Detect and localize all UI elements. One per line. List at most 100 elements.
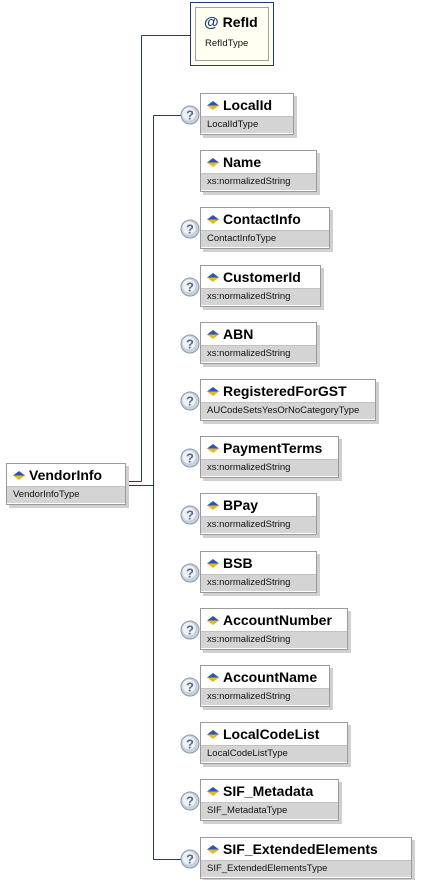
- element-name: LocalId: [223, 97, 273, 113]
- element-header: AccountName: [201, 666, 329, 688]
- element-icon: [207, 500, 219, 510]
- element-icon: [207, 443, 219, 453]
- element-box[interactable]: BSB xs:normalizedString: [200, 551, 317, 593]
- element-icon: [207, 844, 219, 854]
- element-icon: [207, 329, 219, 339]
- element-header: ContactInfo: [201, 208, 329, 230]
- optional-marker-icon: ?: [180, 791, 200, 811]
- element-type: xs:normalizedString: [201, 345, 316, 362]
- element-name: PaymentTerms: [223, 440, 323, 456]
- element-icon: [207, 214, 219, 224]
- attribute-header: @ RefId: [196, 8, 268, 36]
- element-name: Name: [223, 154, 262, 170]
- optional-marker-icon: ?: [180, 563, 200, 583]
- element-header: LocalId: [201, 94, 293, 116]
- element-name: ABN: [223, 326, 254, 342]
- element-type: LocalIdType: [201, 116, 293, 133]
- element-type: AUCodeSetsYesOrNoCategoryType: [201, 402, 375, 419]
- root-element-header: VendorInfo: [7, 464, 125, 486]
- element-header: LocalCodeList: [201, 723, 347, 745]
- element-box[interactable]: AccountName xs:normalizedString: [200, 665, 330, 707]
- element-name: LocalCodeList: [223, 726, 320, 742]
- element-type: xs:normalizedString: [201, 688, 329, 705]
- attribute-icon: @: [204, 13, 219, 31]
- element-header: Name: [201, 151, 316, 173]
- element-header: PaymentTerms: [201, 437, 338, 459]
- element-type: LocalCodeListType: [201, 745, 347, 762]
- svg-text:?: ?: [186, 451, 194, 466]
- element-header: RegisteredForGST: [201, 380, 375, 402]
- optional-marker-icon: ?: [180, 734, 200, 754]
- svg-text:?: ?: [186, 508, 194, 523]
- element-icon: [207, 558, 219, 568]
- element-name: SIF_Metadata: [223, 783, 314, 799]
- element-name: AccountName: [223, 669, 318, 685]
- element-header: BPay: [201, 494, 316, 516]
- svg-text:?: ?: [186, 394, 194, 409]
- element-icon: [207, 100, 219, 110]
- element-icon: [207, 729, 219, 739]
- root-element-name: VendorInfo: [29, 467, 103, 483]
- svg-text:?: ?: [186, 222, 194, 237]
- optional-marker-icon: ?: [180, 448, 200, 468]
- root-element-box[interactable]: VendorInfo VendorInfoType: [6, 463, 126, 505]
- element-icon: [207, 157, 219, 167]
- attribute-group: @ RefId RefIdType: [190, 2, 274, 66]
- element-type: ContactInfoType: [201, 230, 329, 247]
- element-type: xs:normalizedString: [201, 459, 338, 476]
- element-name: ContactInfo: [223, 211, 301, 227]
- element-type: xs:normalizedString: [201, 574, 316, 591]
- attribute-box[interactable]: @ RefId RefIdType: [195, 7, 269, 61]
- svg-text:?: ?: [186, 108, 194, 123]
- element-name: SIF_ExtendedElements: [223, 841, 378, 857]
- optional-marker-icon: ?: [180, 620, 200, 640]
- element-box[interactable]: CustomerId xs:normalizedString: [200, 265, 321, 307]
- element-header: AccountNumber: [201, 609, 347, 631]
- element-name: BPay: [223, 497, 259, 513]
- element-icon: [207, 272, 219, 282]
- element-name: RegisteredForGST: [223, 383, 347, 399]
- element-box[interactable]: Name xs:normalizedString: [200, 150, 317, 192]
- svg-text:?: ?: [186, 337, 194, 352]
- optional-marker-icon: ?: [180, 334, 200, 354]
- element-type: SIF_ExtendedElementsType: [201, 860, 411, 877]
- element-icon: [207, 786, 219, 796]
- element-box[interactable]: ABN xs:normalizedString: [200, 322, 317, 364]
- element-header: SIF_ExtendedElements: [201, 838, 411, 860]
- element-type: xs:normalizedString: [201, 288, 320, 305]
- element-type: SIF_MetadataType: [201, 802, 338, 819]
- attribute-name: RefId: [222, 14, 258, 30]
- element-name: CustomerId: [223, 269, 301, 285]
- element-box[interactable]: RegisteredForGST AUCodeSetsYesOrNoCategor…: [200, 379, 376, 421]
- element-header: CustomerId: [201, 266, 320, 288]
- element-box[interactable]: PaymentTerms xs:normalizedString: [200, 436, 339, 478]
- element-icon: [13, 470, 25, 480]
- svg-text:?: ?: [186, 794, 194, 809]
- root-element-type: VendorInfoType: [7, 486, 125, 503]
- element-icon: [207, 615, 219, 625]
- element-type: xs:normalizedString: [201, 173, 316, 190]
- optional-marker-icon: ?: [180, 219, 200, 239]
- attribute-type: RefIdType: [205, 38, 249, 49]
- optional-marker-icon: ?: [180, 391, 200, 411]
- element-name: BSB: [223, 555, 253, 571]
- optional-marker-icon: ?: [180, 849, 200, 869]
- element-header: ABN: [201, 323, 316, 345]
- svg-text:?: ?: [186, 680, 194, 695]
- svg-text:?: ?: [186, 623, 194, 638]
- svg-text:?: ?: [186, 566, 194, 581]
- optional-marker-icon: ?: [180, 677, 200, 697]
- element-type: xs:normalizedString: [201, 631, 347, 648]
- element-icon: [207, 672, 219, 682]
- svg-text:?: ?: [186, 852, 194, 867]
- optional-marker-icon: ?: [180, 505, 200, 525]
